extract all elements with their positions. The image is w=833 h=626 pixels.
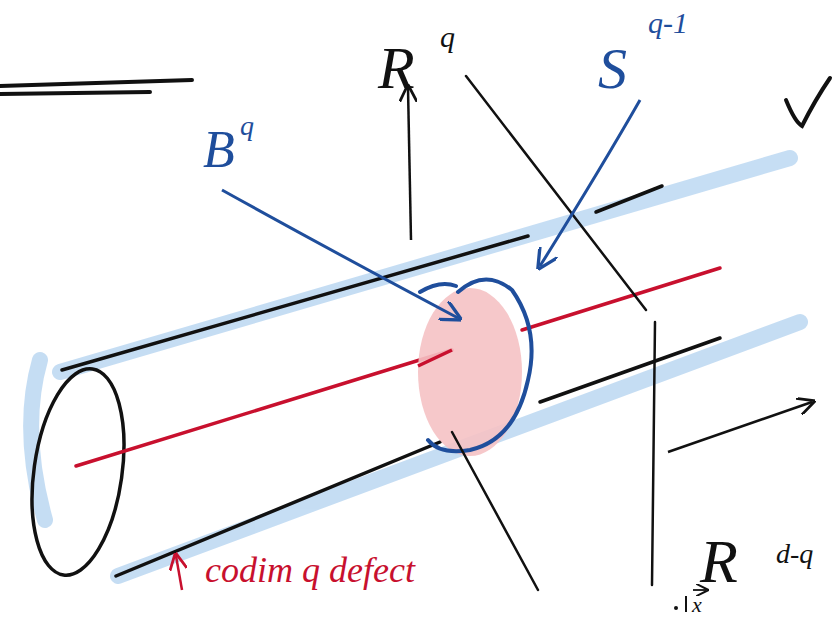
tube-outline xyxy=(20,186,720,581)
superscript: q-1 xyxy=(648,8,688,38)
axis-label: R xyxy=(700,530,738,592)
leader-arrow xyxy=(222,190,458,318)
sphere-label: S xyxy=(598,40,627,98)
vector-label: x xyxy=(692,594,702,616)
superscript: d-q xyxy=(776,540,813,568)
superscript: q xyxy=(440,22,455,52)
leader-arrow xyxy=(540,100,640,266)
axis-arrow xyxy=(668,402,812,452)
dot-mark xyxy=(674,606,678,610)
double-stroke xyxy=(0,80,192,94)
check-stroke xyxy=(786,78,830,126)
plane-lines xyxy=(452,76,655,590)
defect-line xyxy=(76,268,720,466)
axis-arrow xyxy=(408,88,411,240)
ball-label: B xyxy=(203,124,235,176)
defect-label: codim q defect xyxy=(205,552,415,588)
tick-mark xyxy=(685,596,687,612)
superscript: q xyxy=(240,112,254,140)
leader-arrow xyxy=(176,556,182,590)
tube-shading xyxy=(31,158,800,576)
defect-line xyxy=(418,350,452,366)
axis-label: R xyxy=(378,38,415,98)
